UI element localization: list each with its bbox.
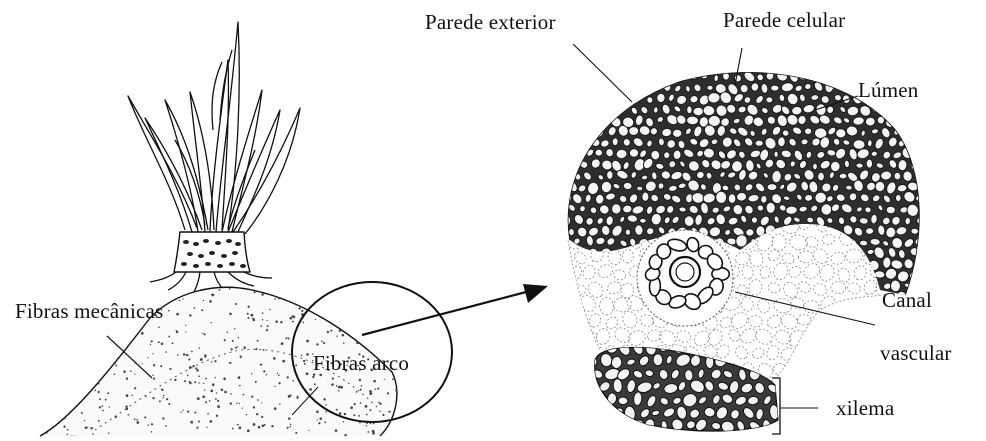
label-parede-celular: Parede celular (723, 10, 845, 31)
parede-exterior-leader (573, 44, 632, 102)
label-lumen: Lúmen (858, 80, 918, 101)
label-fibras-mecanicas: Fibras mecânicas (15, 301, 163, 322)
vascular-canal (637, 230, 733, 326)
label-canal: Canal (882, 290, 932, 311)
zoom-arrow (362, 284, 548, 335)
label-vascular: vascular (880, 343, 952, 364)
label-fibras-arco: Fibras arco (313, 353, 409, 374)
label-xilema: xilema (836, 398, 894, 419)
label-parede-exterior: Parede exterior (425, 12, 556, 33)
agave-plant-drawing (128, 22, 300, 292)
fiber-bundle-cross-section (548, 44, 935, 435)
canal-vascular-leader (735, 292, 875, 325)
xylem-cells (584, 339, 788, 435)
